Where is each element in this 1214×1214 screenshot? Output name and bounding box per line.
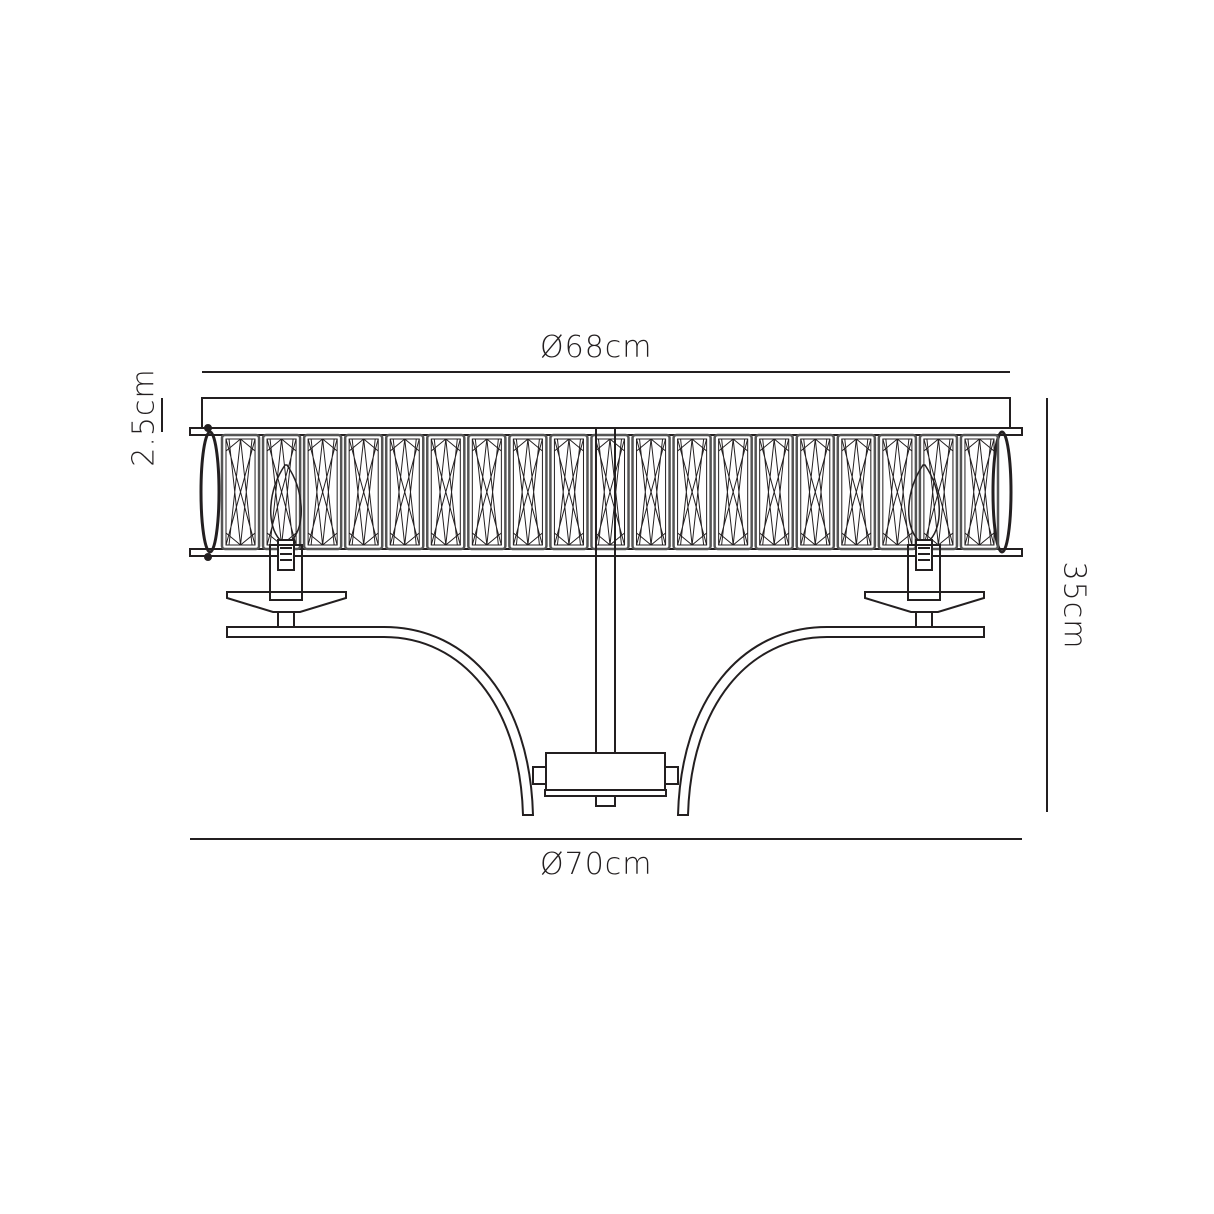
- right-arm: [676, 626, 985, 816]
- top-frame: [201, 397, 1011, 428]
- ceiling-canopy: [545, 752, 666, 791]
- top-diameter-label: Ø68cm: [540, 330, 653, 365]
- right-bulb-holder: [907, 544, 941, 601]
- left-bulb-holder: [269, 544, 303, 601]
- left-bulb-cup: [226, 591, 347, 613]
- left-end-cap: [199, 430, 221, 554]
- left-arm: [226, 626, 535, 816]
- left-bulb: [226, 464, 347, 628]
- right-end-cap: [991, 430, 1013, 554]
- band-height-label: 2.5cm: [126, 368, 162, 467]
- overall-height-label: 35cm: [1056, 561, 1092, 650]
- bottom-diameter-label: Ø70cm: [540, 847, 653, 882]
- right-bulb-cup: [864, 591, 985, 613]
- crystal-band: [220, 433, 1000, 551]
